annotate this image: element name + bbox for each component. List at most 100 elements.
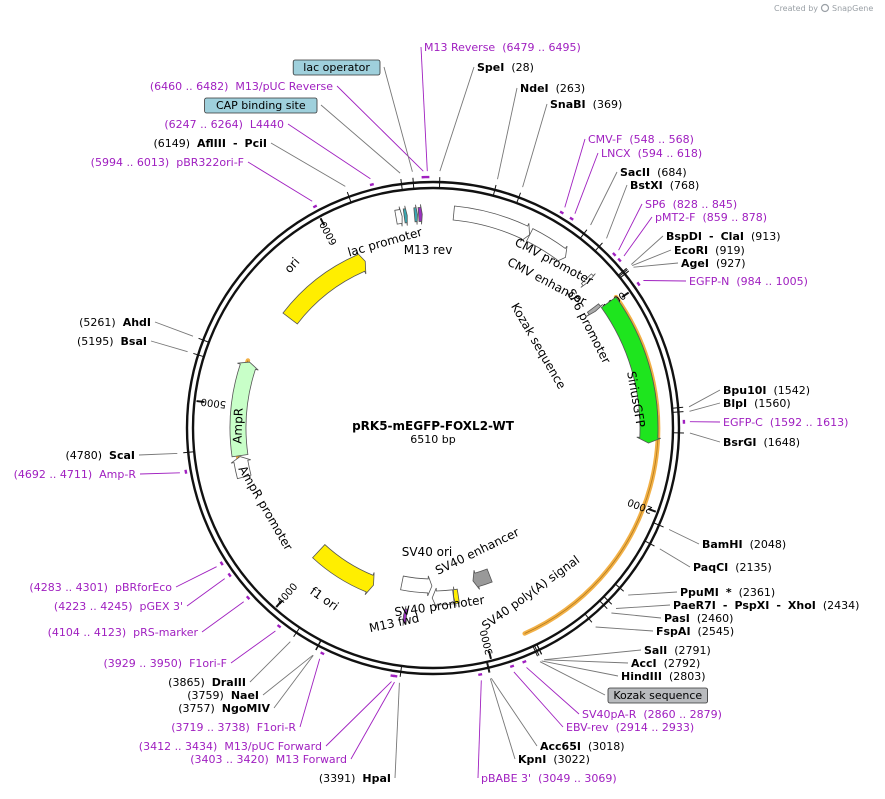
label-name: DraIII (212, 676, 246, 689)
site-label-text: EcoRI (919) (674, 244, 745, 257)
site-label-text: BamHI (2048) (702, 538, 786, 551)
site-label-sv40pa-r[interactable]: SV40pA-R (2860 .. 2879) (582, 708, 722, 721)
site-label-sacii[interactable]: SacII (684) (620, 166, 687, 179)
spacer (727, 599, 734, 612)
label-pos: (1542) (774, 384, 811, 397)
site-label-bsai[interactable]: (5195) BsaI (77, 335, 147, 348)
site-label-cmv-f[interactable]: CMV-F (548 .. 568) (588, 133, 694, 146)
leader-line (299, 658, 321, 728)
site-label-cap-binding-site[interactable]: CAP binding site (204, 97, 318, 114)
site-label-hpai[interactable]: (3391) HpaI (319, 772, 391, 785)
label-name: pBR322ori-F (176, 156, 244, 169)
label-name: pMT2-F (655, 211, 696, 224)
site-label-m13-puc-forward[interactable]: (3412 .. 3434) M13/pUC Forward (139, 740, 322, 753)
site-label-sali[interactable]: SalI (2791) (644, 644, 711, 657)
site-label-l4440[interactable]: (6247 .. 6264) L4440 (164, 118, 284, 131)
site-label-lncx[interactable]: LNCX (594 .. 618) (601, 147, 702, 160)
cut-site-mark (618, 269, 628, 277)
site-label-text: Acc65I (3018) (540, 740, 625, 753)
site-label-f1ori-f[interactable]: (3929 .. 3950) F1ori-F (104, 657, 228, 670)
site-label-m13-puc-reverse[interactable]: (6460 .. 6482) M13/pUC Reverse (150, 80, 333, 93)
leader-line (574, 152, 599, 214)
site-label-bamhi[interactable]: BamHI (2048) (702, 538, 786, 551)
site-label-kpni[interactable]: KpnI (3022) (518, 753, 590, 766)
site-label-text: (3403 .. 3420) M13 Forward (190, 753, 347, 766)
primer-site-mark (390, 674, 395, 678)
label-name: EGFP-C (723, 416, 763, 429)
site-label-f1ori-r[interactable]: (3719 .. 3738) F1ori-R (171, 721, 296, 734)
leader-line (186, 578, 225, 607)
cut-site-mark (492, 184, 497, 196)
site-label-bpu10i[interactable]: Bpu10I (1542) (723, 384, 810, 397)
feature-label-sv40-poly-a-signal: SV40 poly(A) signal (479, 553, 582, 633)
leader-line (394, 682, 400, 779)
site-label-hindiii[interactable]: HindIII (2803) (621, 670, 706, 683)
primer-site-mark (276, 624, 282, 629)
site-label-egfp-n[interactable]: EGFP-N (984 .. 1005) (689, 275, 808, 288)
site-label-ndei[interactable]: NdeI (263) (520, 82, 585, 95)
site-label-pbr322ori-f[interactable]: (5994 .. 6013) pBR322ori-F (91, 156, 244, 169)
site-label-ecori[interactable]: EcoRI (919) (674, 244, 745, 257)
site-labels: M13 Reverse (6479 .. 6495) SpeI (28) NdeI … (14, 41, 860, 785)
site-label-naei[interactable]: (3759) NaeI (187, 689, 259, 702)
site-label-pasi[interactable]: PasI (2460) (664, 612, 733, 625)
site-label-snabi[interactable]: SnaBI (369) (550, 98, 622, 111)
site-label-paer7i[interactable]: PaeR7I - PspXI - XhoI (2434) (673, 599, 859, 612)
box-label-text: lac operator (303, 61, 370, 74)
spacer (126, 626, 133, 639)
site-label-acc65i[interactable]: Acc65I (3018) (540, 740, 625, 753)
site-label-m13-reverse[interactable]: M13 Reverse (6479 .. 6495) (424, 41, 581, 54)
site-label-text: FspAI (2545) (656, 625, 734, 638)
label-name: SacII (620, 166, 650, 179)
site-label-m13-forward[interactable]: (3403 .. 3420) M13 Forward (190, 753, 347, 766)
site-label-text: PpuMI * (2361) (680, 586, 775, 599)
label-name: Bpu10I (723, 384, 767, 397)
site-label-text: BspDI - ClaI (913) (666, 230, 781, 243)
site-label-text: (3412 .. 3434) M13/pUC Forward (139, 740, 322, 753)
site-label-acci[interactable]: AccI (2792) (631, 657, 700, 670)
feature-ampr (229, 361, 259, 458)
spacer (504, 61, 511, 74)
label-pos: (3865) (168, 676, 205, 689)
site-label-spei[interactable]: SpeI (28) (477, 61, 534, 74)
leader-line (633, 262, 679, 268)
cut-site-mark (315, 639, 322, 651)
label-name: BamHI (702, 538, 743, 551)
site-label-afliii[interactable]: (6149) AflIII - PciI (153, 137, 267, 150)
site-label-sp6[interactable]: SP6 (828 .. 845) (645, 198, 737, 211)
site-label-lac-operator[interactable]: lac operator (292, 59, 381, 76)
site-label-pmt2-f[interactable]: pMT2-F (859 .. 878) (655, 211, 767, 224)
label-pos: (768) (670, 179, 700, 192)
site-label-ebv-rev[interactable]: EBV-rev (2914 .. 2933) (566, 721, 694, 734)
site-label-amp-r[interactable]: (4692 .. 4711) Amp-R (14, 468, 137, 481)
cut-site-mark (599, 600, 608, 610)
site-label-agei[interactable]: AgeI (927) (681, 257, 746, 270)
site-label-pbabe-3[interactable]: pBABE 3' (3049 .. 3069) (481, 772, 617, 785)
site-label-bspdi[interactable]: BspDI - ClaI (913) (666, 230, 781, 243)
site-label-fspai[interactable]: FspAI (2545) (656, 625, 734, 638)
site-label-pgex-3[interactable]: (4223 .. 4245) pGEX 3' (54, 600, 183, 613)
leader-line (230, 630, 276, 664)
site-label-pbrforeco[interactable]: (4283 .. 4301) pBRforEco (29, 581, 172, 594)
site-label-egfp-c[interactable]: EGFP-C (1592 .. 1613) (723, 416, 848, 429)
spacer (182, 657, 189, 670)
spacer (781, 599, 788, 612)
site-label-paqci[interactable]: PaqCI (2135) (693, 561, 772, 574)
site-label-bsrgi[interactable]: BsrGI (1648) (723, 436, 800, 449)
label-name: BsrGI (723, 436, 756, 449)
site-label-scai[interactable]: (4780) ScaI (65, 449, 135, 462)
leader-line (606, 184, 628, 239)
site-label-text: (3391) HpaI (319, 772, 391, 785)
site-label-blpi[interactable]: BlpI (1560) (723, 397, 791, 410)
site-label-kozak-sequence[interactable]: Kozak sequence (607, 687, 708, 704)
site-label-bstxi[interactable]: BstXI (768) (630, 179, 699, 192)
site-label-ahdi[interactable]: (5261) AhdI (79, 316, 151, 329)
site-label-ngomiv[interactable]: (3757) NgoMIV (178, 702, 270, 715)
cut-site-mark (536, 644, 542, 655)
site-label-text: (6460 .. 6482) M13/pUC Reverse (150, 80, 333, 93)
site-label-draiii[interactable]: (3865) DraIII (168, 676, 246, 689)
site-label-ppumi[interactable]: PpuMI * (2361) (680, 586, 775, 599)
label-mid: - (723, 599, 728, 612)
primer-site-mark (612, 252, 617, 257)
site-label-prs-marker[interactable]: (4104 .. 4123) pRS-marker (48, 626, 199, 639)
